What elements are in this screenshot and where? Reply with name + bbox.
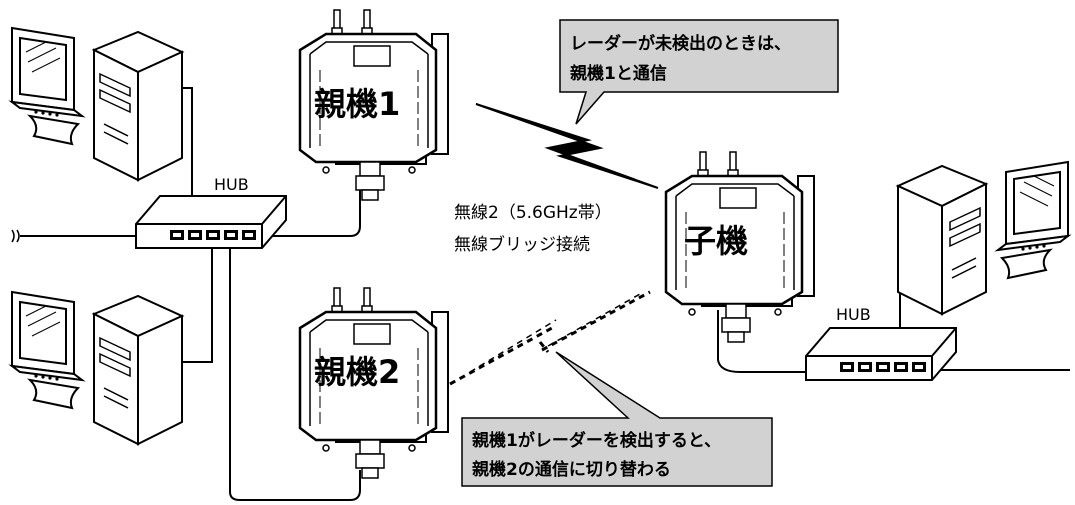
callout-top-line-1: レーダーが未検出のときは、 xyxy=(570,33,791,54)
pc-right xyxy=(897,161,1069,315)
callout-top-line-2: 親機1と通信 xyxy=(570,63,667,84)
hub-left xyxy=(135,195,287,249)
callout-bottom-line-1: 親機1がレーダーを検出すると、 xyxy=(472,430,721,451)
child-unit-label: 子機 xyxy=(684,222,748,260)
pc-bottom-left xyxy=(11,291,183,445)
wireless-mode-label: 無線ブリッジ接続 xyxy=(454,234,590,255)
callout-top: レーダーが未検出のときは、 親機1と通信 xyxy=(559,19,839,125)
hub-right xyxy=(805,327,957,381)
pc-top-left xyxy=(11,27,183,181)
wireless-band-label: 無線2（5.6GHz帯） xyxy=(454,203,612,223)
hub-left-label: HUB xyxy=(214,175,249,194)
hub-right-label: HUB xyxy=(836,305,871,324)
active-wireless-link xyxy=(475,103,659,189)
parent-unit-1-label: 親機1 xyxy=(314,85,400,123)
parent-unit-2-label: 親機2 xyxy=(314,353,400,391)
callout-bottom: 親機1がレーダーを検出すると、 親機2の通信に切り替わる xyxy=(461,351,773,487)
callout-bottom-line-2: 親機2の通信に切り替わる xyxy=(472,459,671,480)
standby-wireless-link xyxy=(449,290,651,386)
